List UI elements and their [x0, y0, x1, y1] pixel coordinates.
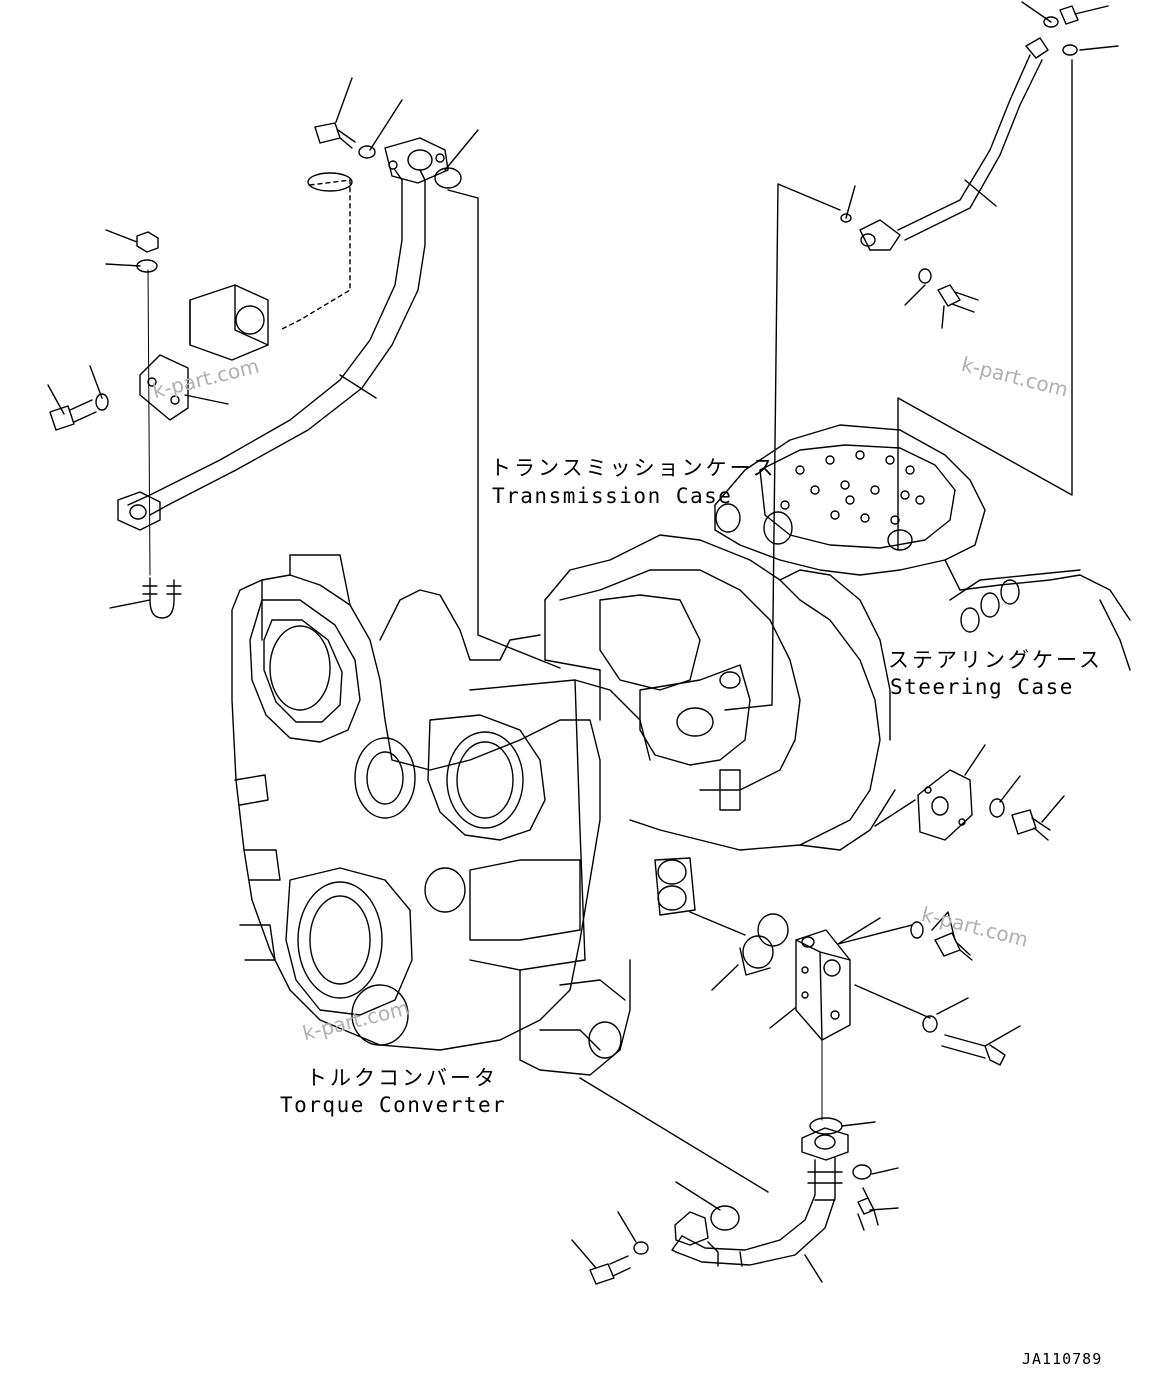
- cover-and-valve-block: [689, 744, 1065, 1135]
- transmission-case-label-en: Transmission Case: [492, 484, 733, 508]
- torque-converter-label-en: Torque Converter: [280, 1093, 507, 1117]
- steering-case-label-en: Steering Case: [890, 675, 1074, 699]
- drawing-code: JA110789: [1022, 1350, 1103, 1368]
- lower-pipe-group: [571, 1077, 899, 1285]
- torque-converter-housing: [231, 554, 696, 1076]
- lube-pipe-group: [724, 1, 1119, 711]
- steering-case: [714, 424, 1131, 671]
- transmission-case-label-jp: トランスミッションケース: [490, 456, 777, 480]
- torque-converter-label-jp: トルクコンバータ: [306, 1066, 498, 1090]
- steering-case-label-jp: ステアリングケース: [888, 648, 1103, 672]
- transmission-case: [544, 534, 896, 851]
